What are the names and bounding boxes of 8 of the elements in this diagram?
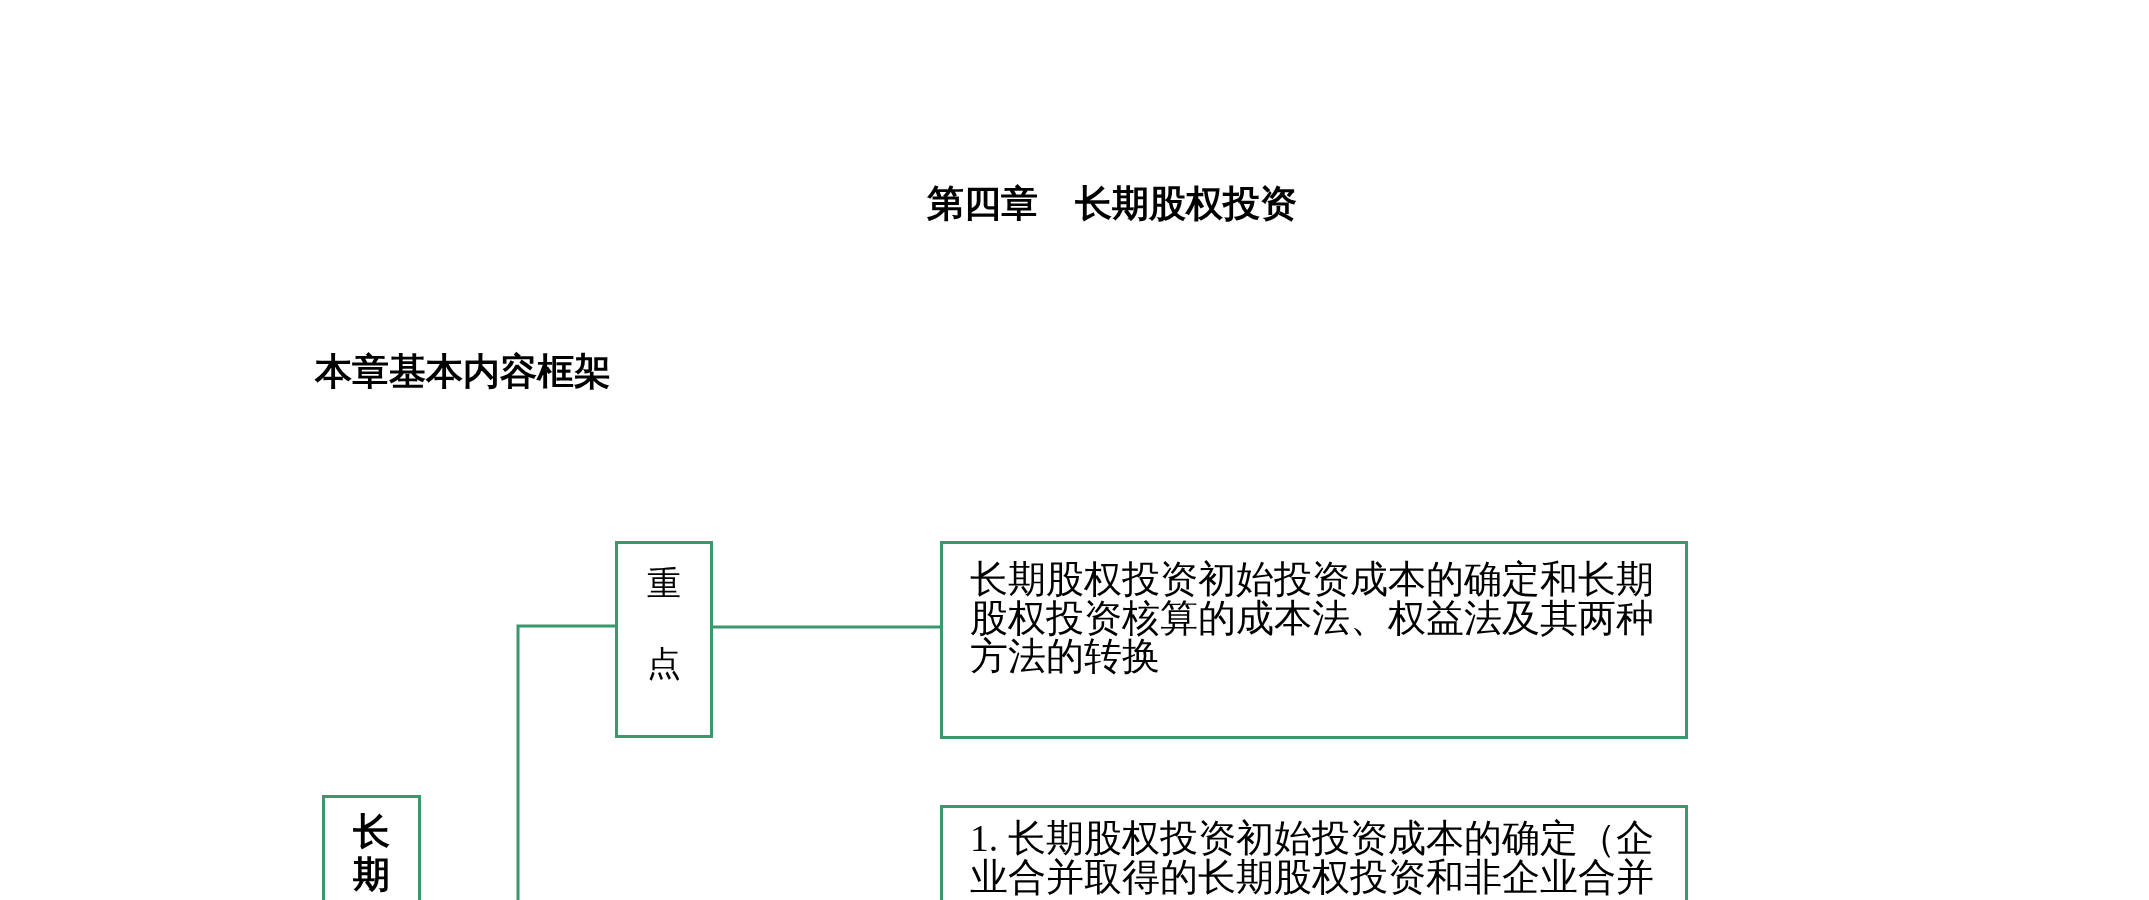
connector-line	[516, 624, 615, 900]
topic-box: 长期	[322, 795, 421, 900]
description-box: 1. 长期股权投资初始投资成本的确定（企业合并取得的长期股权投资和非企业合并	[940, 805, 1688, 900]
connector-line	[713, 625, 940, 629]
section-heading: 本章基本内容框架	[315, 350, 611, 394]
category-box: 重点	[615, 541, 713, 738]
description-box: 长期股权投资初始投资成本的确定和长期股权投资核算的成本法、权益法及其两种方法的转换	[940, 541, 1688, 739]
title: 第四章 长期股权投资	[927, 182, 1297, 226]
